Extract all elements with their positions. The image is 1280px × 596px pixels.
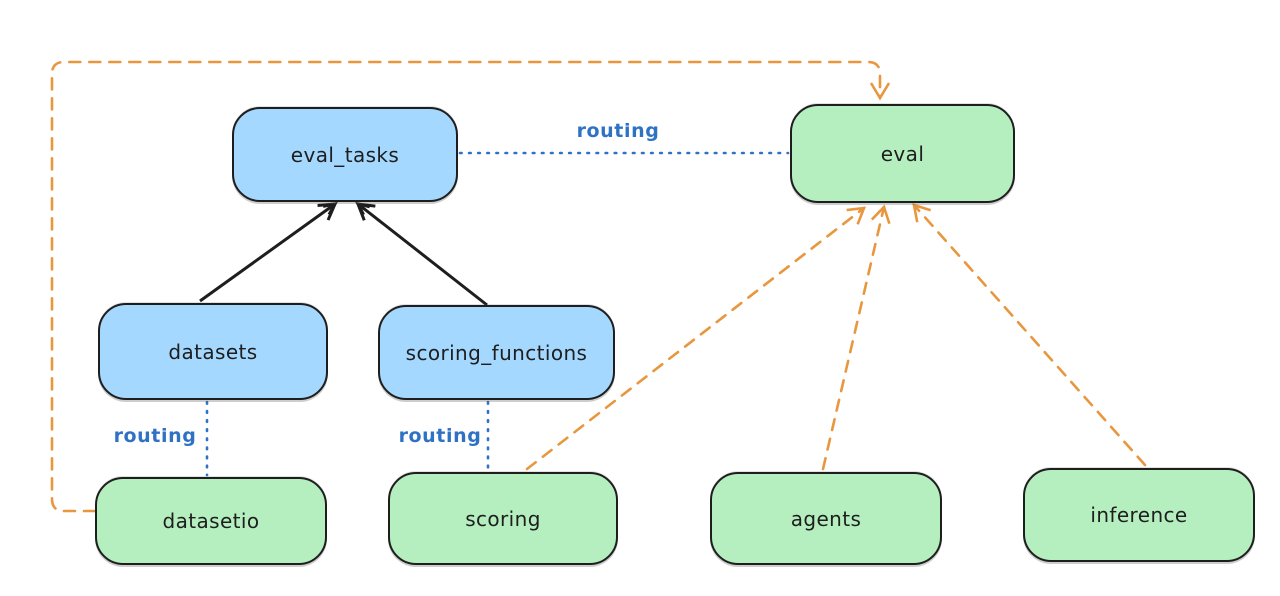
edge-scoring-to-eval (525, 206, 866, 471)
node-agents-label: agents (790, 506, 862, 531)
node-eval: eval (790, 104, 1015, 203)
node-agents: agents (710, 472, 942, 565)
node-eval-tasks: eval_tasks (232, 107, 458, 202)
edge-datasetio-to-eval (50, 60, 891, 513)
routing-label-scoring-functions-scoring: routing (398, 425, 482, 447)
node-eval-label: eval (880, 141, 925, 166)
node-datasets: datasets (98, 303, 328, 400)
edge-scoring-functions-to-eval-tasks (355, 201, 488, 307)
node-datasetio: datasetio (95, 477, 327, 565)
edge-agents-to-eval (821, 204, 891, 471)
edge-inference-to-eval (912, 203, 1147, 467)
node-scoring-functions-label: scoring_functions (405, 340, 588, 365)
node-scoring-label: scoring (465, 506, 541, 531)
routing-label-datasets-datasetio: routing (113, 425, 197, 447)
node-scoring: scoring (388, 472, 618, 565)
node-datasetio-label: datasetio (162, 509, 260, 533)
node-inference-label: inference (1090, 503, 1188, 527)
node-inference: inference (1023, 468, 1255, 562)
edge-datasets-to-eval-tasks (199, 201, 338, 303)
node-eval-tasks-label: eval_tasks (290, 142, 400, 167)
node-datasets-label: datasets (168, 339, 258, 364)
node-scoring-functions: scoring_functions (378, 305, 615, 400)
routing-label-eval-tasks-eval: routing (576, 120, 660, 142)
